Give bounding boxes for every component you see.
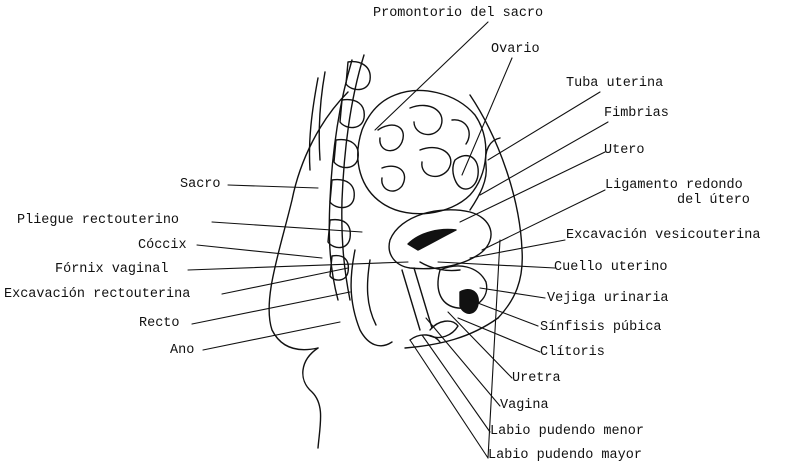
- leader-vejiga: [480, 288, 545, 298]
- intestines-outline: [358, 91, 486, 214]
- label-ovario: Ovario: [491, 42, 540, 58]
- leader-pliegue: [212, 222, 362, 232]
- leader-sacro: [228, 185, 318, 188]
- label-labio-menor: Labio pudendo menor: [490, 424, 644, 440]
- label-clitoris: Clítoris: [540, 345, 605, 361]
- body-outline-front: [470, 95, 522, 318]
- leader-labio-mayor: [410, 340, 488, 458]
- label-cuello: Cuello uterino: [554, 260, 667, 276]
- label-tuba: Tuba uterina: [566, 76, 663, 92]
- label-ligamento-2: del útero: [677, 193, 750, 209]
- label-ligamento-1: Ligamento redondo: [605, 178, 743, 194]
- label-sinfisis: Sínfisis púbica: [540, 320, 662, 336]
- label-promontorio: Promontorio del sacro: [373, 6, 543, 22]
- leader-ovario: [462, 58, 512, 175]
- leader-recto: [192, 292, 350, 324]
- label-utero: Utero: [604, 143, 645, 159]
- leader-sinfisis: [470, 300, 538, 326]
- label-excavacion-recto: Excavación rectouterina: [4, 287, 190, 303]
- label-recto: Recto: [139, 316, 180, 332]
- label-fornix: Fórnix vaginal: [55, 262, 168, 278]
- leader-excavacion-recto: [222, 268, 348, 294]
- leader-fornix: [188, 262, 408, 270]
- uterine-cavity: [408, 230, 456, 250]
- leader-tuba: [488, 92, 600, 160]
- body-outline-buttock: [303, 348, 321, 448]
- label-sacro: Sacro: [180, 177, 221, 193]
- label-coccix: Cóccix: [138, 238, 187, 254]
- label-vejiga: Vejiga urinaria: [547, 291, 669, 307]
- ovary-shape: [453, 156, 478, 189]
- label-vagina: Vagina: [500, 398, 549, 414]
- leader-promontorio: [375, 22, 488, 130]
- uterus-outline: [389, 210, 491, 269]
- leader-uretra: [448, 312, 512, 378]
- label-pliegue: Pliegue rectouterino: [17, 213, 179, 229]
- pubic-symphysis-shape: [460, 290, 478, 314]
- leader-utero: [460, 152, 605, 222]
- uterine-tube-shape: [470, 138, 500, 210]
- label-uretra: Uretra: [512, 371, 561, 387]
- label-ano: Ano: [170, 343, 194, 359]
- leader-labio-menor: [422, 335, 490, 432]
- label-labio-mayor: Labio pudendo mayor: [488, 448, 642, 464]
- vertebra-5: [328, 220, 350, 248]
- leader-coccix: [197, 245, 322, 258]
- leader-fimbrias: [480, 122, 608, 195]
- label-fimbrias: Fimbrias: [604, 106, 669, 122]
- labia-shape: [430, 321, 458, 337]
- label-excavacion-vesico: Excavación vesicouterina: [566, 228, 760, 244]
